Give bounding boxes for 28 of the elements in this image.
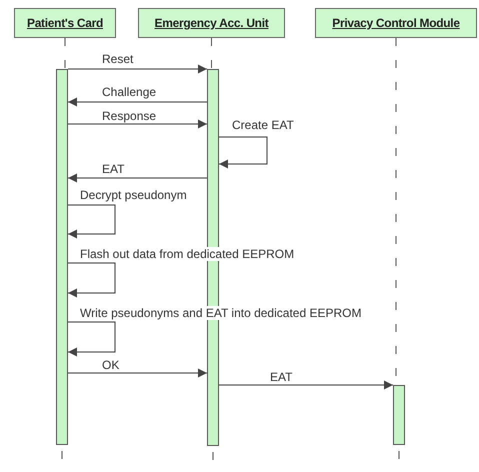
message-label: Decrypt pseudonym: [80, 188, 187, 202]
participant-name: Patient's Card: [26, 16, 103, 30]
activation-bar: [56, 69, 68, 445]
message-label: Write pseudonyms and EAT into dedicated EEPROM: [80, 306, 362, 320]
message-label: EAT: [102, 162, 124, 176]
message-arrow: [218, 380, 394, 390]
lifeline-header: [315, 8, 477, 38]
message-arrow: [68, 120, 208, 128]
self-message-arrow: [68, 262, 116, 298]
message-label: Reset: [102, 52, 134, 66]
lifeline-header: [14, 8, 116, 38]
self-message-arrow: [68, 204, 116, 238]
message-label: EAT: [270, 370, 292, 384]
message-label: Flash out data from dedicated EEPROM: [80, 247, 294, 261]
participant-name: Privacy Control Module: [332, 16, 460, 30]
self-message-arrow: [68, 322, 116, 356]
message-arrow: [68, 174, 208, 182]
message-label: Challenge: [102, 85, 156, 99]
lifeline-header: [138, 8, 285, 38]
participant-name: Emergency Acc. Unit: [154, 16, 268, 30]
message-label: Response: [102, 109, 156, 123]
message-arrow: [68, 98, 208, 106]
message-label: OK: [102, 358, 120, 372]
activation-bar: [393, 385, 405, 445]
message-label: Create EAT: [232, 118, 294, 132]
message-arrow: [68, 64, 208, 74]
message-arrow: [68, 368, 208, 378]
self-message-arrow: [218, 136, 268, 168]
